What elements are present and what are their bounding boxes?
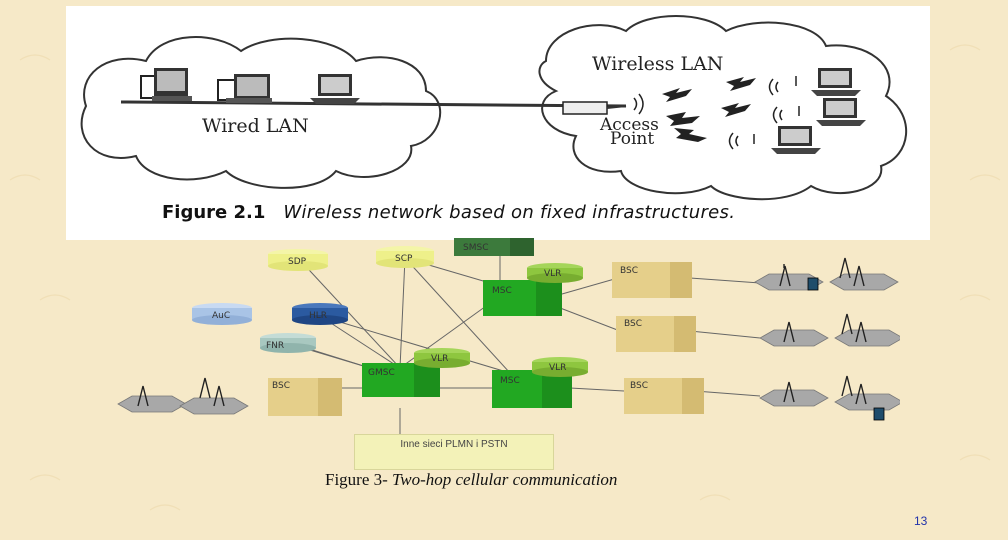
figure-gsm-network: SDP SCP SMSC AuC HLR — [100, 238, 900, 466]
vlr-top-node: VLR — [527, 263, 583, 283]
wired-lan-label: Wired LAN — [202, 115, 309, 137]
bsc-top-right-node: BSC — [612, 262, 692, 298]
access-point-label-line1: Access — [599, 115, 659, 135]
sdp-node: SDP — [268, 249, 328, 271]
mobile-phone-icon — [807, 277, 885, 421]
bsc-mid-right-node: BSC — [616, 316, 696, 352]
external-network-label: Inne sieci PLMN i PSTN — [400, 439, 508, 450]
vlr-gmsc-node: VLR — [414, 348, 470, 368]
lan-backbone-cable — [120, 100, 627, 108]
scp-node: SCP — [376, 246, 434, 268]
vlr-top-label: VLR — [544, 269, 561, 279]
bsc-bottom-right-node: BSC — [624, 378, 704, 414]
hexagon-cell-icon — [117, 273, 900, 415]
lightning-bolt-icon — [662, 77, 756, 142]
msc-top-label: MSC — [492, 286, 512, 296]
wireless-lan-label: Wireless LAN — [592, 53, 723, 75]
vlr-gmsc-label: VLR — [431, 354, 448, 364]
smsc-label: SMSC — [463, 243, 488, 253]
figure-3-caption: Figure 3- Two-hop cellular communication — [325, 470, 617, 490]
desktop-computer-icon — [217, 74, 272, 103]
figure-2-1-caption: Figure 2.1 Wireless network based on fixe… — [162, 202, 735, 223]
antenna-tower-icon — [137, 257, 867, 407]
laptop-icon — [310, 74, 360, 104]
bsc-left-node: BSC — [268, 378, 342, 416]
bsc-bottom-right-label: BSC — [630, 381, 648, 391]
vlr-bottom-label: VLR — [549, 363, 566, 373]
laptop-icon — [798, 98, 866, 126]
wired-lan-cloud — [80, 36, 442, 189]
auc-label: AuC — [212, 311, 230, 321]
access-point-icon — [562, 93, 644, 115]
scp-label: SCP — [395, 254, 413, 264]
auc-node: AuC — [192, 303, 252, 325]
hlr-label: HLR — [309, 311, 327, 321]
bsc-left-label: BSC — [272, 381, 290, 391]
bsc-mid-right-label: BSC — [624, 319, 642, 329]
fnr-label: FNR — [266, 341, 284, 351]
network-links — [289, 253, 761, 436]
gmsc-label: GMSC — [368, 368, 395, 378]
figure-2-1-number: Figure 2.1 — [162, 202, 266, 223]
hlr-node: HLR — [292, 303, 348, 325]
sdp-label: SDP — [288, 257, 307, 267]
access-point-label-line2: Point — [610, 129, 654, 149]
vlr-bottom-node: VLR — [532, 357, 588, 377]
laptop-icon — [753, 126, 821, 154]
external-network-box: Inne sieci PLMN i PSTN — [354, 434, 554, 470]
msc-bottom-label: MSC — [500, 376, 520, 386]
radio-signal-icon — [728, 78, 783, 150]
figure-wired-wireless-lan: Wired LAN Wireless LAN Access Point Figu… — [66, 6, 930, 240]
figure-3-text: Two-hop cellular communication — [392, 470, 618, 489]
figure-3-prefix: Figure 3- — [325, 470, 393, 489]
page-number: 13 — [914, 514, 928, 528]
laptop-icon — [795, 68, 861, 96]
fnr-node: FNR — [260, 333, 316, 353]
figure-2-1-text: Wireless network based on fixed infrastr… — [283, 202, 736, 223]
smsc-node: SMSC — [454, 238, 534, 256]
bsc-top-right-label: BSC — [620, 266, 638, 276]
msc-top-node: MSC — [483, 280, 562, 316]
desktop-computer-icon — [140, 68, 192, 101]
gmsc-node: GMSC — [362, 363, 440, 397]
